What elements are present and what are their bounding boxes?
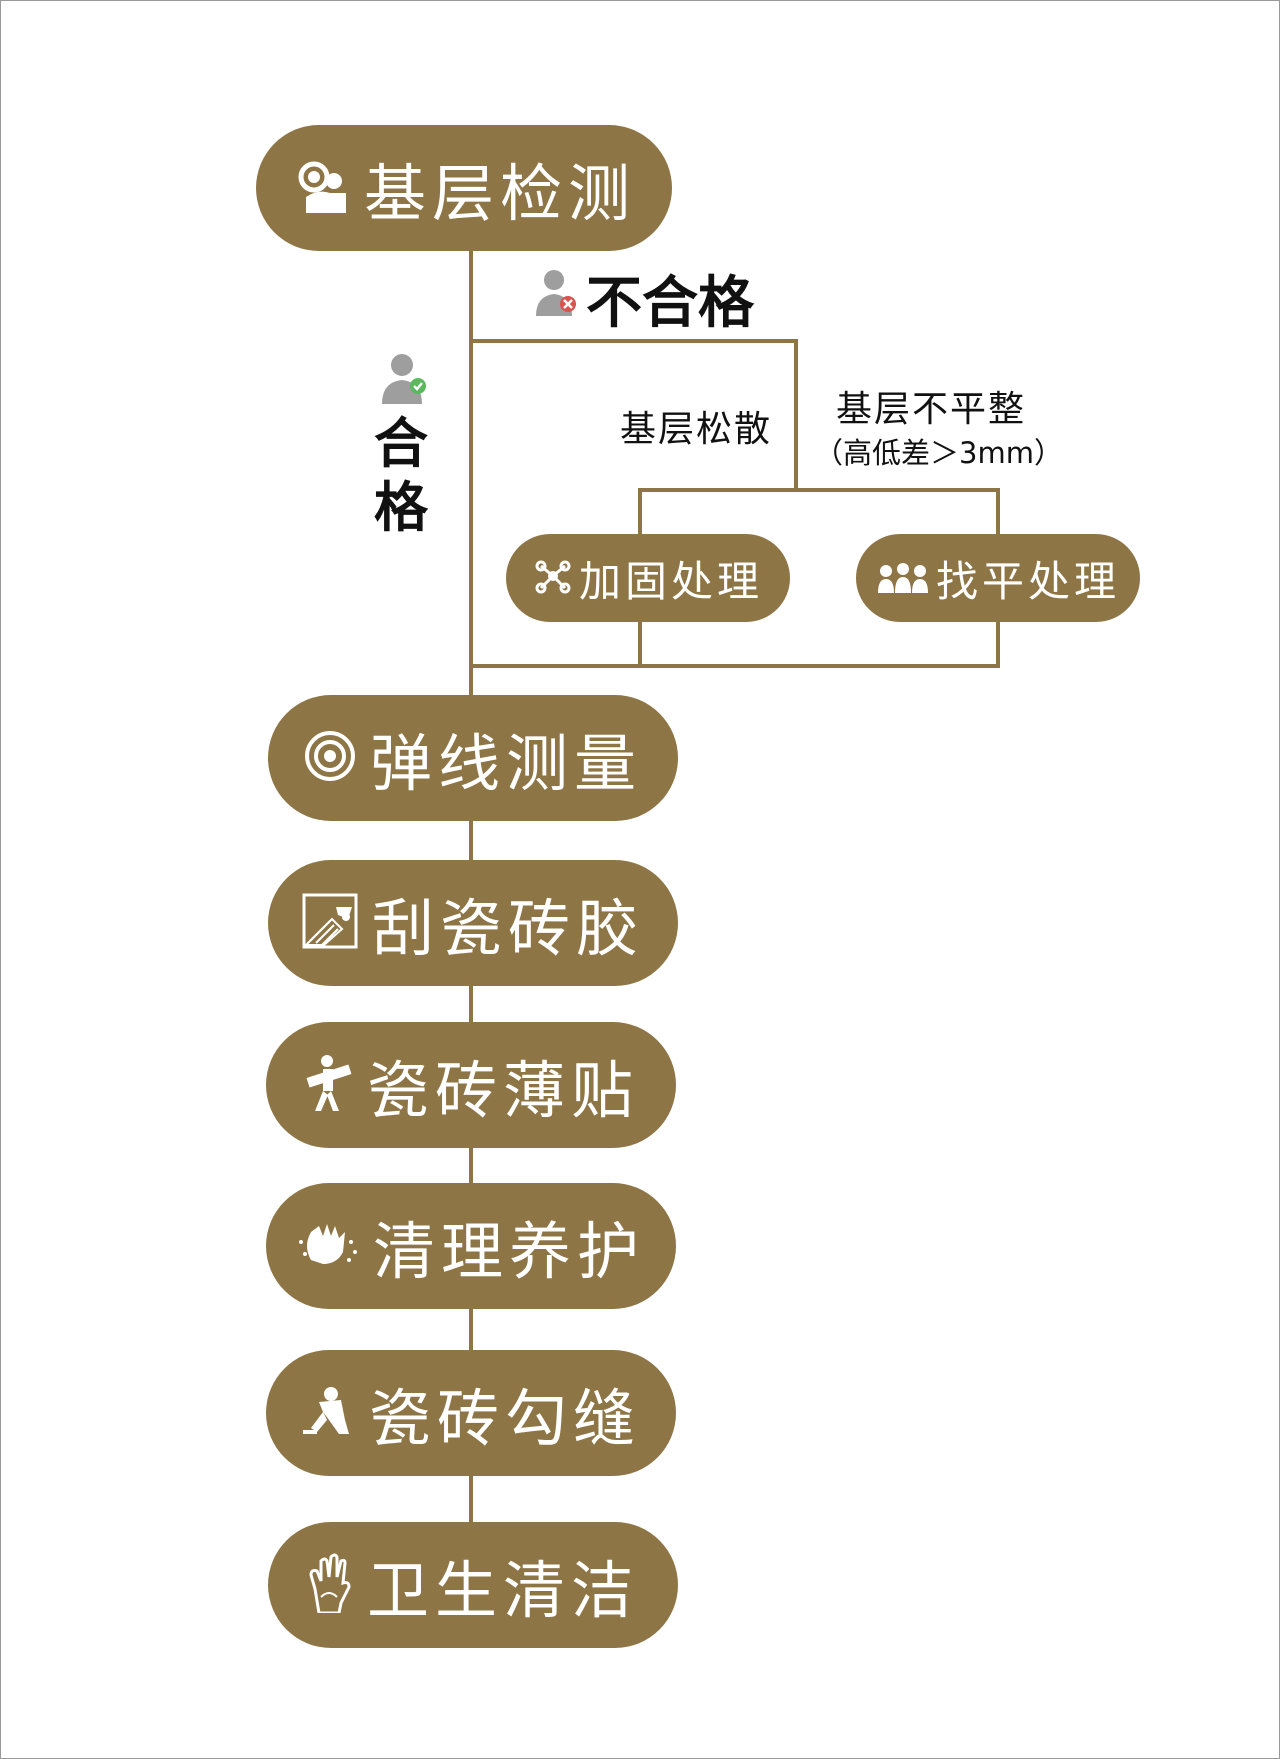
step-label: 清理养护 <box>372 1215 645 1288</box>
kneeling-worker-icon <box>301 1386 355 1440</box>
step-label: 刮瓷砖胶 <box>371 892 644 965</box>
step-label: 瓷砖薄贴 <box>366 1054 639 1127</box>
main-flow-line-bottom <box>469 818 473 1528</box>
step-label: 基层检测 <box>363 157 636 230</box>
step-line-measurement: 弹线测量 <box>268 695 678 821</box>
step-sanitation-cleaning: 卫生清洁 <box>268 1522 678 1648</box>
pass-label: 合格 <box>374 412 428 539</box>
fail-branch-top-line <box>471 339 798 343</box>
trowel-tile-icon <box>302 893 358 953</box>
step-label: 卫生清洁 <box>366 1554 639 1627</box>
fail-branch-right-line <box>794 339 798 491</box>
pass-person-icon <box>380 352 428 408</box>
uneven-base-label: 基层不平整 <box>836 389 1027 430</box>
main-flow-line-top <box>469 248 473 698</box>
worker-carry-icon <box>303 1053 353 1117</box>
return-line <box>471 664 1000 668</box>
loose-base-label: 基层松散 <box>620 409 773 450</box>
treatment-label: 找平处理 <box>935 556 1120 606</box>
step-label: 弹线测量 <box>369 727 642 800</box>
target-icon <box>304 730 356 786</box>
step-apply-tile-adhesive: 刮瓷砖胶 <box>268 860 678 986</box>
step-thin-tile-laying: 瓷砖薄贴 <box>266 1022 676 1148</box>
reinforce-treatment: 加固处理 <box>506 534 790 622</box>
group-meeting-icon <box>876 559 930 597</box>
treatment-label: 加固处理 <box>578 556 763 606</box>
glove-icon <box>307 1553 353 1617</box>
step-base-inspection: 基层检测 <box>256 125 672 251</box>
step-label: 瓷砖勾缝 <box>368 1382 641 1455</box>
uneven-base-note: （高低差＞3mm） <box>814 436 1063 470</box>
treatment-split-line <box>638 488 1000 492</box>
fail-label: 不合格 <box>586 271 754 336</box>
molecule-icon <box>533 556 573 600</box>
cleaning-hand-icon <box>297 1222 359 1270</box>
fail-person-icon <box>534 268 578 320</box>
leveling-treatment: 找平处理 <box>856 534 1140 622</box>
step-tile-grouting: 瓷砖勾缝 <box>266 1350 676 1476</box>
step-cleaning-curing: 清理养护 <box>266 1183 676 1309</box>
inspector-icon <box>292 159 350 217</box>
